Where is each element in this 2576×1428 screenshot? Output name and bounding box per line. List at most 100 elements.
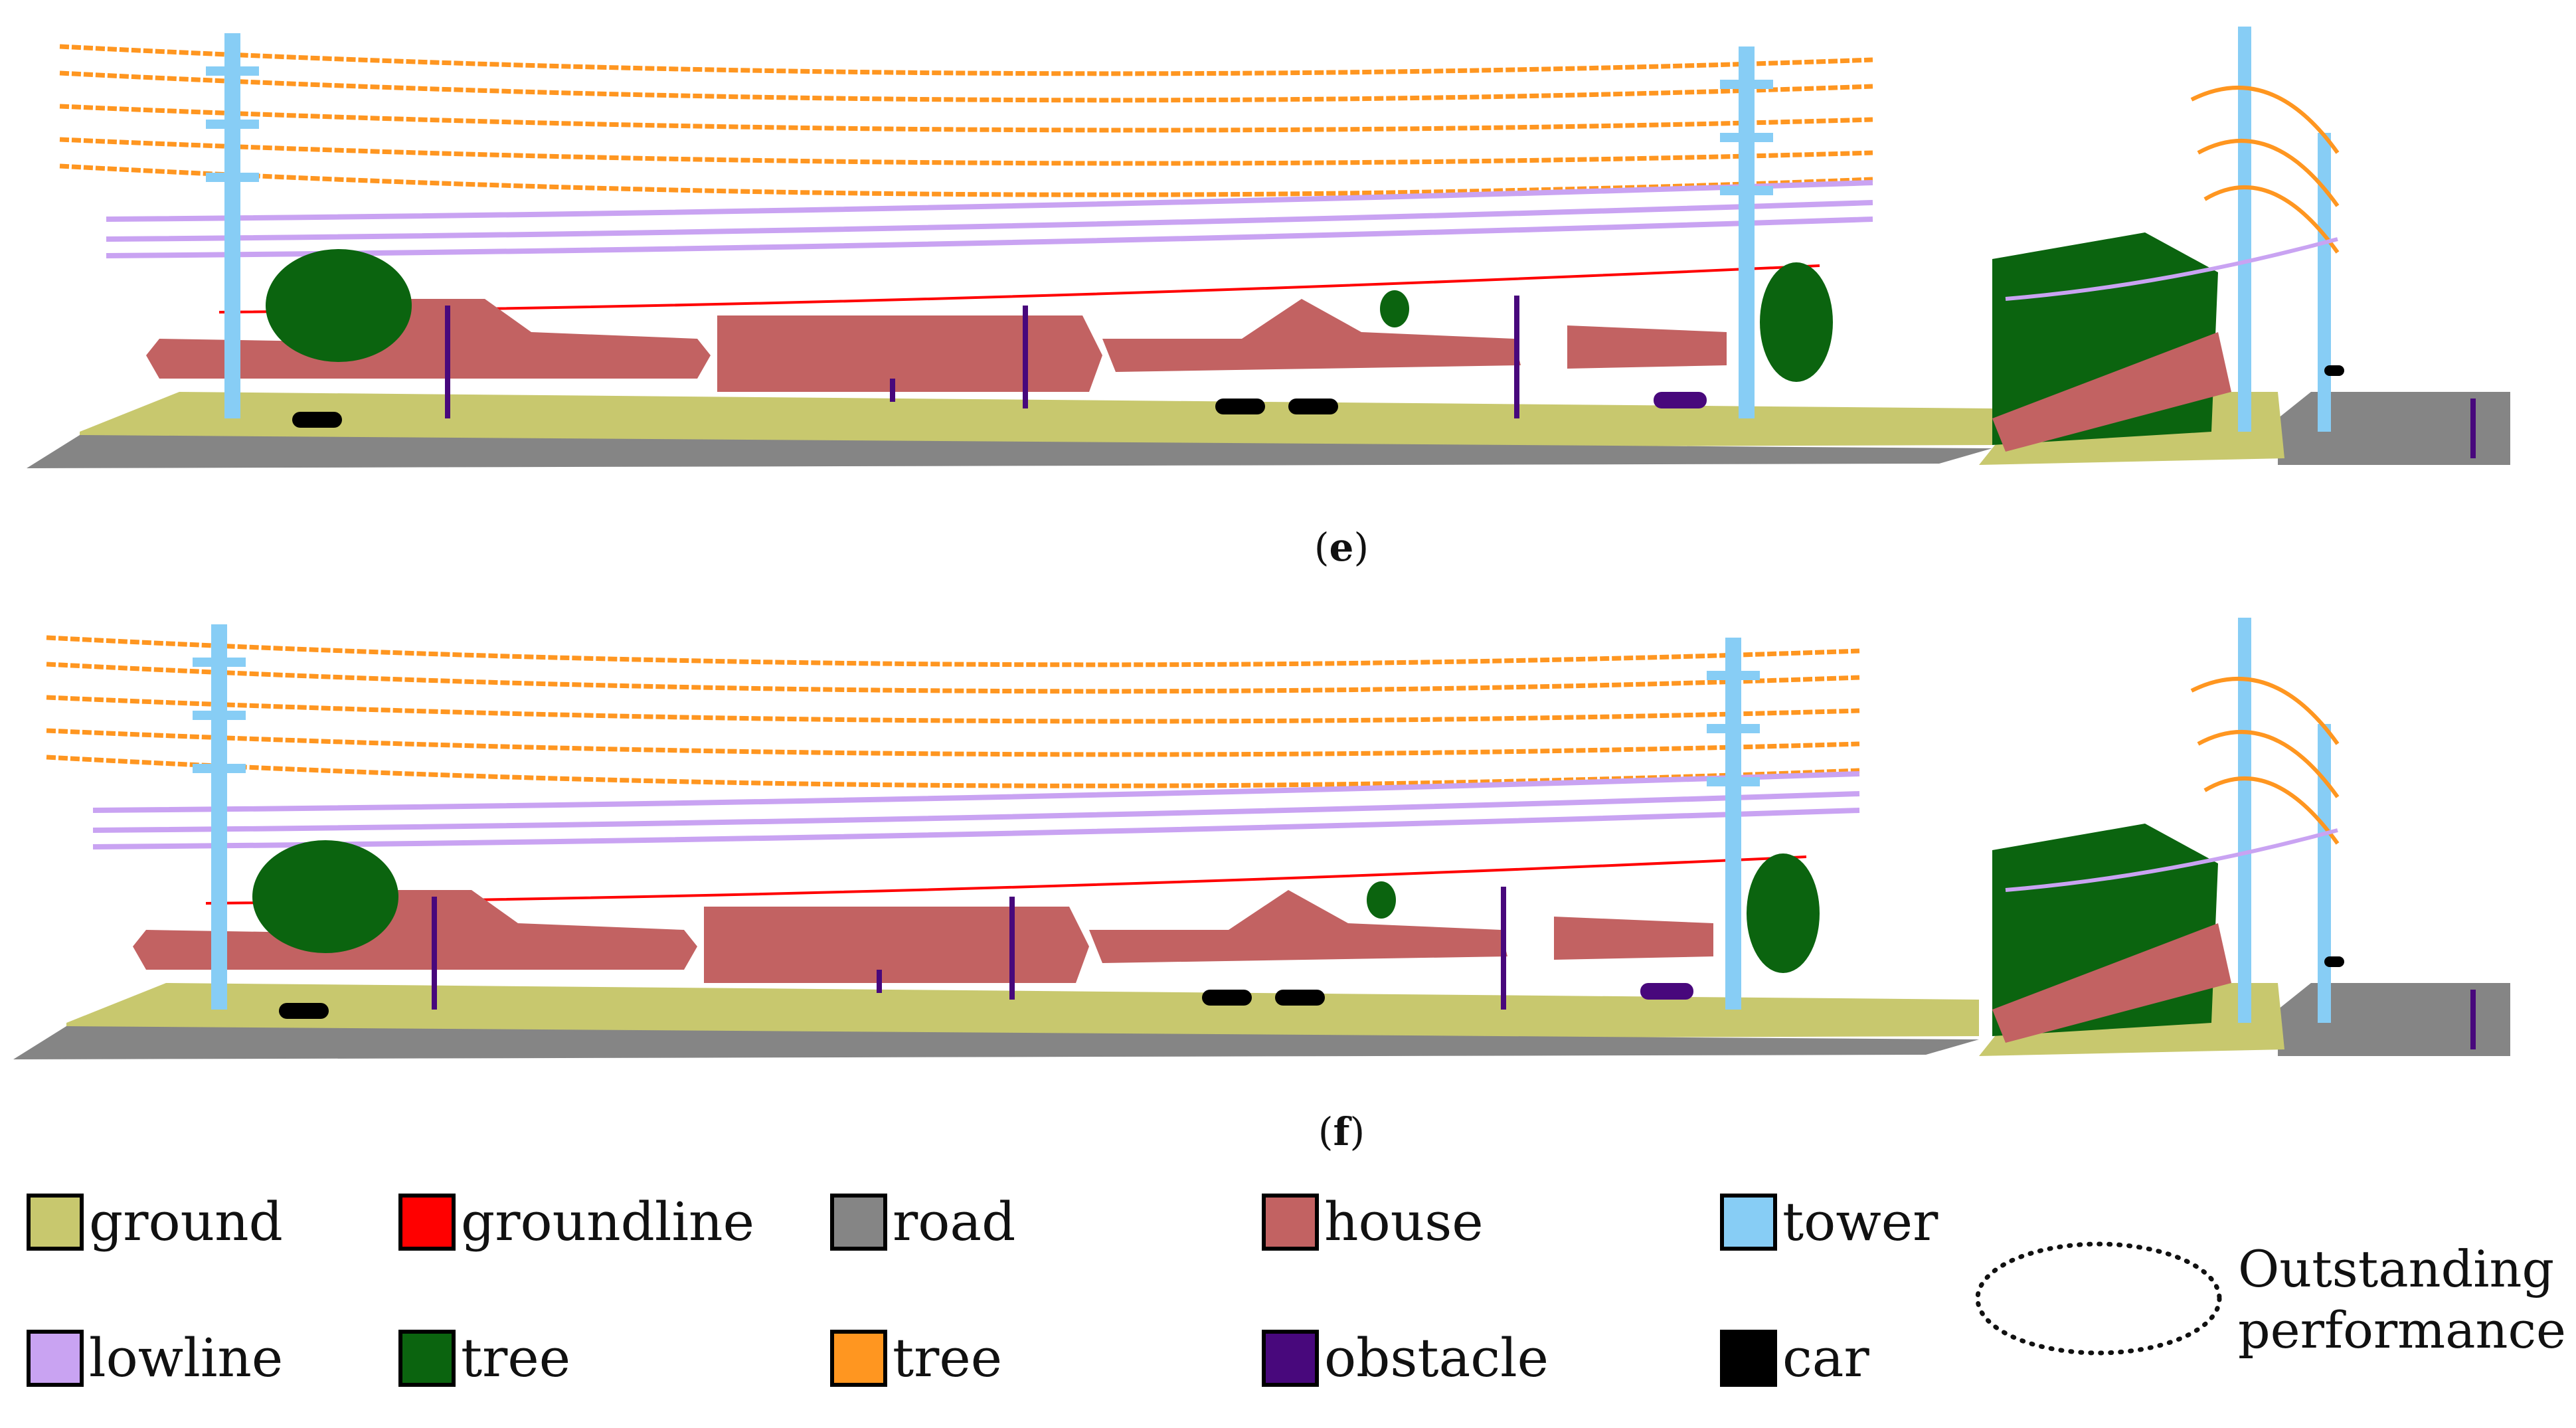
power-line	[59, 104, 1873, 133]
house	[146, 299, 711, 379]
legend-label-lowline: lowline	[89, 1327, 284, 1389]
obstacle-pole	[2470, 990, 2476, 1049]
house	[704, 907, 1089, 983]
road-strip	[2278, 983, 2510, 1056]
tower-arm	[1707, 671, 1760, 680]
legend-label-car: car	[1782, 1327, 1869, 1389]
scene-f-side-render	[1979, 618, 2510, 1056]
car	[2324, 956, 2344, 967]
house	[1992, 332, 2231, 452]
obstacle	[1640, 983, 1693, 1000]
low-line	[92, 771, 1860, 813]
car	[1288, 399, 1338, 414]
note-line-1: Outstanding	[2238, 1239, 2555, 1298]
caption-e-open: (	[1314, 525, 1330, 570]
legend-item-tree-green: tree	[398, 1322, 570, 1395]
tower-arm	[1720, 80, 1773, 89]
obstacle-pole	[432, 897, 437, 1010]
tower	[224, 33, 240, 418]
legend-swatch-car	[1720, 1330, 1777, 1387]
power-line	[59, 70, 1873, 103]
legend-label-road: road	[893, 1191, 1016, 1253]
legend-swatch-obstacle	[1262, 1330, 1319, 1387]
obstacle	[1654, 392, 1707, 408]
car	[1275, 990, 1325, 1006]
tower	[2318, 133, 2331, 432]
power-line	[2190, 677, 2340, 745]
power-line	[46, 728, 1860, 757]
tree	[1747, 853, 1820, 973]
tower	[2318, 724, 2331, 1023]
power-line	[2203, 185, 2340, 254]
legend-label-groundline: groundline	[461, 1191, 754, 1253]
power-line	[2197, 139, 2340, 207]
low-line	[106, 180, 1873, 222]
legend-item-house: house	[1262, 1186, 1484, 1259]
legend-label-ground: ground	[89, 1191, 283, 1253]
legend-label-house: house	[1324, 1191, 1484, 1253]
scene-e-main	[27, 20, 2006, 485]
legend-swatch-tree-orange	[830, 1330, 887, 1387]
obstacle-pole	[1501, 887, 1506, 1010]
obstacle-pole	[890, 379, 895, 402]
tower-arm	[193, 658, 246, 667]
tower-arm	[206, 173, 259, 182]
car	[2324, 365, 2344, 376]
outstanding-performance-note: Outstanding performance	[1966, 1239, 2566, 1372]
road-strip	[27, 435, 1992, 468]
house	[1089, 890, 1507, 963]
legend-item-lowline: lowline	[27, 1322, 283, 1395]
obstacle-pole	[1009, 897, 1015, 1000]
house	[1567, 325, 1727, 369]
power-line	[46, 755, 1860, 788]
tower-arm	[1720, 186, 1773, 195]
legend-item-obstacle: obstacle	[1262, 1322, 1549, 1395]
legend-item-car: car	[1720, 1322, 1869, 1395]
power-line	[2197, 730, 2340, 798]
road-strip	[2278, 392, 2510, 465]
power-line	[46, 635, 1860, 668]
tower	[2238, 27, 2251, 432]
scene-f-main-render	[13, 624, 1979, 1059]
obstacle-pole	[1514, 296, 1519, 418]
caption-e: (e)	[1275, 525, 1408, 570]
car	[1215, 399, 1265, 414]
low-line	[92, 808, 1860, 849]
road-strip	[13, 1026, 1979, 1059]
tower-arm	[206, 120, 259, 129]
power-line	[2203, 776, 2340, 845]
tree	[1760, 262, 1833, 382]
legend-swatch-tree-green	[398, 1330, 456, 1387]
legend-label-obstacle: obstacle	[1324, 1327, 1549, 1389]
legend-item-ground: ground	[27, 1186, 283, 1259]
legend-swatch-ground	[27, 1194, 84, 1251]
scene-e-side-render	[1979, 27, 2510, 465]
tower-arm	[1707, 724, 1760, 733]
tower	[211, 624, 227, 1010]
house	[717, 315, 1102, 392]
caption-e-close: )	[1353, 525, 1369, 570]
obstacle-pole	[445, 306, 450, 418]
caption-f: (f)	[1275, 1109, 1408, 1154]
legend-swatch-road	[830, 1194, 887, 1251]
legend-swatch-tower	[1720, 1194, 1777, 1251]
caption-e-letter: e	[1329, 525, 1354, 570]
scene-f-main	[13, 611, 1992, 1076]
legend-label-tree-orange: tree	[893, 1327, 1003, 1389]
tower-arm	[1707, 777, 1760, 786]
low-line	[106, 217, 1873, 258]
tower-arm	[193, 711, 246, 720]
tower	[1725, 638, 1741, 1010]
tower-arm	[193, 764, 246, 773]
legend-swatch-groundline	[398, 1194, 456, 1251]
scene-e-side	[1966, 20, 2524, 485]
obstacle-pole	[1023, 306, 1028, 408]
power-line	[2190, 86, 2340, 154]
low-line	[92, 791, 1860, 833]
legend-label-tree-green: tree	[461, 1327, 571, 1389]
obstacle-pole	[2470, 399, 2476, 458]
power-line	[59, 44, 1873, 76]
legend-item-tower: tower	[1720, 1186, 1938, 1259]
scene-f-side	[1966, 611, 2524, 1076]
dotted-ellipse-icon	[1975, 1241, 2222, 1356]
